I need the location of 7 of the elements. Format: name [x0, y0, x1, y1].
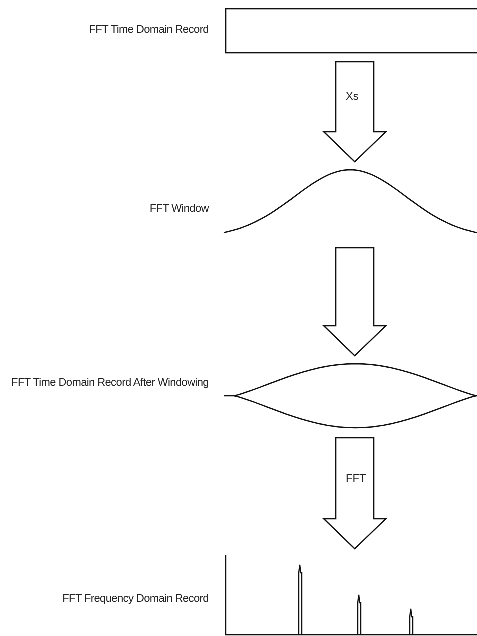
block-arrow [322, 437, 388, 550]
record-label: FFT Time Domain Record After Windowing [10, 376, 209, 391]
record-label: FFT Time Domain Record [88, 23, 209, 38]
block-arrow [322, 61, 388, 163]
record-label: FFT Frequency Domain Record [62, 592, 209, 607]
record-label: FFT Window [148, 202, 209, 217]
block-arrow [322, 247, 388, 357]
